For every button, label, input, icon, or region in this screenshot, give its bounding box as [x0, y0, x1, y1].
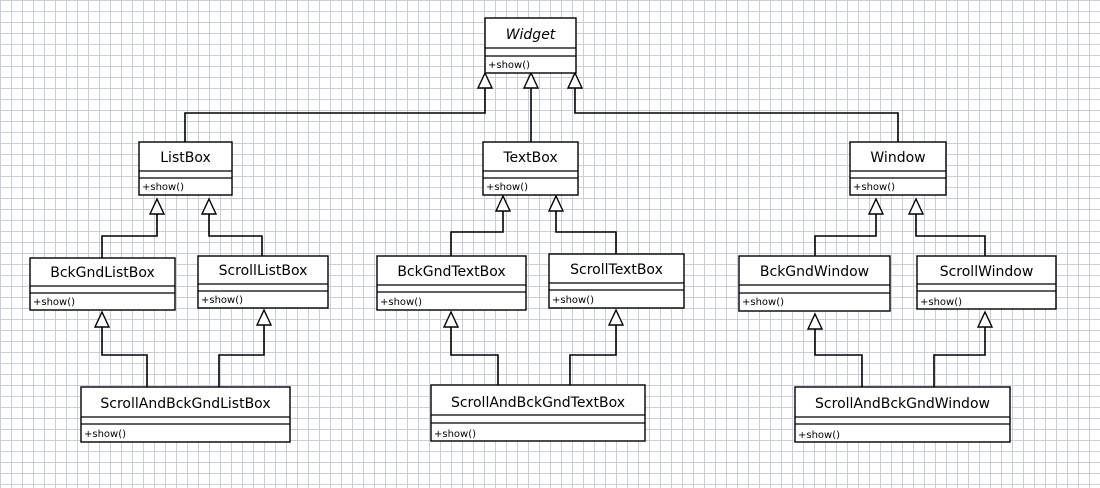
edge-listbox-widget [184, 88, 486, 142]
edge-sabw-scrollwindow [933, 327, 986, 387]
edge-bckgndwindow-window [814, 214, 877, 256]
inheritance-edges [101, 88, 986, 387]
class-operation: +show() [434, 429, 476, 440]
class-operation: +show() [201, 295, 243, 306]
class-operation: +show() [488, 60, 530, 71]
arrowhead-icon [494, 194, 512, 212]
class-operation: +show() [380, 297, 422, 308]
class-operation: +show() [920, 297, 962, 308]
class-operation: +show() [33, 297, 75, 308]
arrowhead-icon [522, 71, 540, 89]
class-operation: +show() [552, 295, 594, 306]
arrowhead-icon [93, 310, 111, 328]
class-scrollandbckgndlistbox[interactable]: ScrollAndBckGndListBox +show() [80, 386, 291, 443]
class-scrolltextbox[interactable]: ScrollTextBox +show() [548, 253, 685, 309]
class-bckgndlistbox[interactable]: BckGndListBox +show() [29, 257, 176, 311]
class-name: ScrollAndBckGndTextBox [451, 395, 625, 411]
arrowhead-icon [976, 310, 994, 328]
class-name: ScrollAndBckGndWindow [815, 396, 990, 412]
edge-sabl-bckgndlistbox [101, 327, 148, 387]
edge-window-widget [574, 88, 899, 142]
class-name: ListBox [160, 150, 211, 166]
class-window[interactable]: Window +show() [849, 141, 947, 196]
class-scrollwindow[interactable]: ScrollWindow +show() [916, 255, 1057, 310]
edge-scrollwindow-window [915, 214, 986, 256]
arrowhead-icon [547, 194, 565, 212]
class-scrollandbckgndtextbox[interactable]: ScrollAndBckGndTextBox +show() [430, 384, 646, 442]
arrowhead-icon [442, 310, 460, 328]
class-name: Widget [506, 27, 556, 43]
edge-bckgndlistbox-listbox [101, 214, 158, 258]
class-name: ScrollListBox [219, 263, 308, 279]
class-textbox[interactable]: TextBox +show() [482, 141, 579, 196]
class-operation: +show() [798, 430, 840, 441]
arrowhead-icon [200, 197, 218, 215]
class-name: ScrollAndBckGndListBox [100, 396, 270, 412]
edge-sabw-bckgndwindow [814, 329, 863, 387]
class-widget[interactable]: Widget +show() [484, 17, 577, 74]
class-operation: +show() [742, 297, 784, 308]
class-bckgndwindow[interactable]: BckGndWindow +show() [738, 255, 891, 312]
edge-scrolltextbox-textbox [555, 211, 617, 254]
class-bckgndtextbox[interactable]: BckGndTextBox +show() [376, 255, 527, 311]
class-name: Window [870, 150, 925, 166]
class-scrolllistbox[interactable]: ScrollListBox +show() [197, 255, 329, 309]
arrowhead-icon [148, 197, 166, 215]
arrowhead-icon [907, 197, 925, 215]
class-operation: +show() [142, 182, 184, 193]
class-operation: +show() [84, 429, 126, 440]
class-name: TextBox [502, 150, 557, 166]
class-name: BckGndListBox [50, 265, 155, 281]
arrowhead-icon [566, 71, 584, 89]
arrowhead-icon [806, 312, 824, 330]
class-name: BckGndTextBox [397, 264, 505, 280]
class-name: ScrollWindow [940, 264, 1034, 280]
edge-bckgndtextbox-textbox [450, 211, 504, 256]
arrowhead-icon [607, 308, 625, 326]
edge-sabt-bckgndtextbox [450, 327, 499, 385]
class-listbox[interactable]: ListBox +show() [138, 141, 233, 196]
class-operation: +show() [853, 182, 895, 193]
arrowhead-icon [476, 71, 494, 89]
inheritance-arrowheads [93, 71, 994, 330]
class-name: ScrollTextBox [570, 262, 663, 278]
edge-sabl-scrolllistbox [218, 325, 265, 387]
class-operation: +show() [486, 182, 528, 193]
edge-scrolllistbox-listbox [208, 214, 263, 256]
arrowhead-icon [867, 197, 885, 215]
arrowhead-icon [255, 308, 273, 326]
edge-sabt-scrolltextbox [569, 325, 617, 385]
class-scrollandbckgndwindow[interactable]: ScrollAndBckGndWindow +show() [794, 386, 1011, 443]
class-name: BckGndWindow [760, 264, 869, 280]
